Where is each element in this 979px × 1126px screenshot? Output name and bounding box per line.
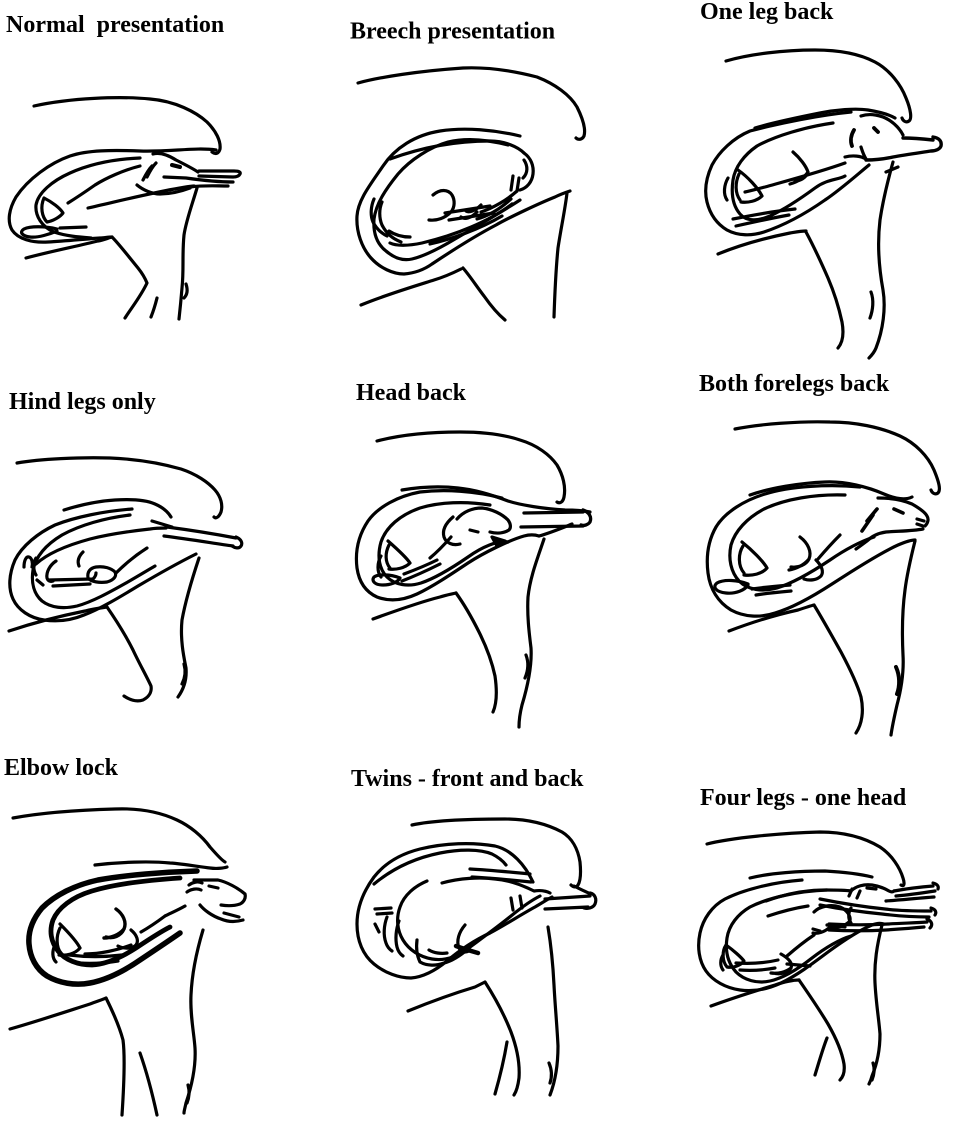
svg-text:Breech presentation: Breech presentation: [350, 19, 555, 45]
svg-text:One leg back: One leg back: [700, 0, 834, 25]
svg-text:Normal presentation: Normal presentation: [6, 12, 224, 38]
svg-text:Hind legs only: Hind legs only: [9, 389, 156, 415]
svg-text:Four legs - one head: Four legs - one head: [700, 785, 907, 811]
svg-text:Head back: Head back: [356, 380, 467, 406]
svg-text:Elbow lock: Elbow lock: [4, 755, 119, 781]
svg-text:Twins - front and back: Twins - front and back: [351, 766, 584, 792]
svg-text:Both forelegs back: Both forelegs back: [699, 371, 890, 397]
